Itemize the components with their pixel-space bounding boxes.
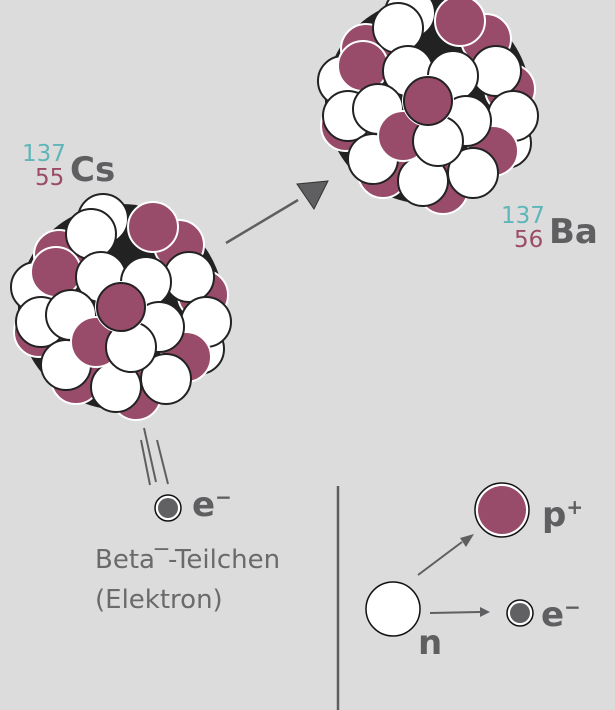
emitted-electron-icon: [154, 494, 182, 522]
decay-electron-label: e−: [541, 595, 581, 635]
proton-icon: [474, 482, 530, 538]
beta-caption: Beta‾-Teilchen (Elektron): [95, 540, 280, 620]
decay-electron-symbol: e: [541, 595, 565, 635]
neutron-symbol: n: [418, 623, 443, 663]
cs-mass-number: 137: [22, 141, 66, 167]
ba-mass-number: 137: [501, 203, 545, 229]
cs-atomic-number: 55: [35, 165, 65, 191]
caption-line-1: Beta‾-Teilchen: [95, 545, 281, 575]
emitted-electron-label: e−: [192, 485, 232, 525]
caption-line-2: (Elektron): [95, 585, 223, 615]
transformation-arrow: [225, 180, 329, 245]
electron-small-icon: [506, 599, 534, 627]
neutron-icon: [365, 581, 421, 637]
ba-nucleus: [317, 0, 539, 215]
cs-symbol: Cs: [70, 150, 116, 190]
ba-symbol: Ba: [549, 212, 598, 252]
ba-atomic-number: 56: [514, 227, 544, 253]
proton-symbol: p: [542, 495, 567, 535]
decay-electron-charge: −: [564, 595, 581, 619]
electron-charge: −: [215, 485, 232, 509]
arrow-to-proton: [417, 534, 474, 576]
motion-lines-icon: [140, 427, 169, 486]
cs-nucleus: [10, 193, 232, 421]
proton-charge: +: [566, 495, 584, 519]
neutron-label: n: [418, 626, 442, 660]
electron-symbol: e: [192, 485, 216, 525]
proton-label: p+: [542, 495, 584, 535]
arrow-to-electron: [429, 607, 490, 617]
